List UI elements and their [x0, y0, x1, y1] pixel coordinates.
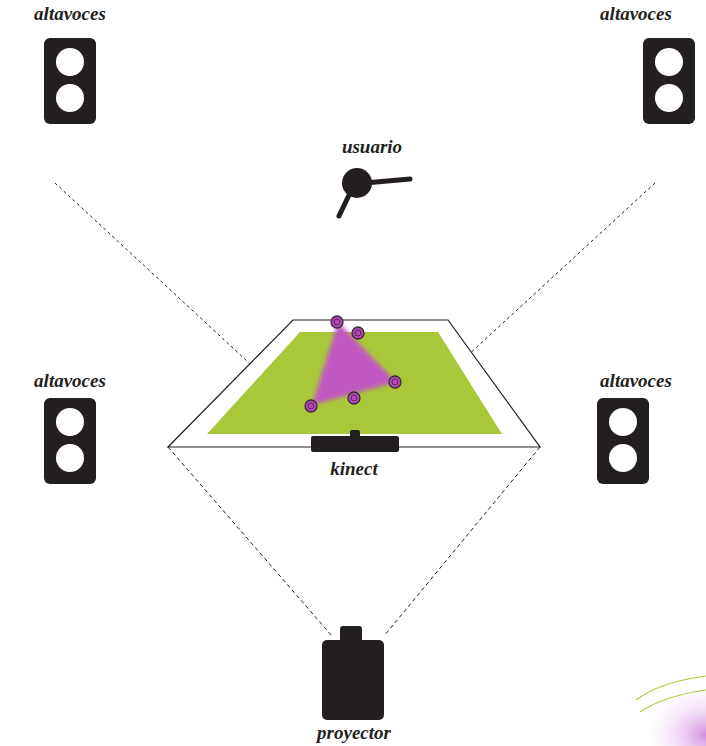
interactive-shape [312, 322, 396, 405]
component-label: kinect [330, 458, 378, 480]
speaker-icon [643, 38, 695, 124]
component-label: altavoces [600, 3, 672, 25]
kinect-sensor [311, 430, 399, 452]
component-label: usuario [342, 136, 402, 158]
user-figure [339, 168, 410, 216]
speaker-icon [44, 398, 96, 484]
projector-icon [322, 626, 384, 720]
tracking-points [305, 316, 401, 412]
speaker-icon [44, 38, 96, 124]
projector-beam [384, 447, 540, 636]
corner-decoration [636, 676, 706, 746]
projection-frame [168, 320, 540, 447]
component-label: altavoces [600, 370, 672, 392]
speaker-icon [597, 398, 649, 484]
projector-beam [168, 447, 332, 636]
component-label: proyector [317, 722, 391, 744]
component-label: altavoces [34, 370, 106, 392]
component-label: altavoces [34, 3, 106, 25]
